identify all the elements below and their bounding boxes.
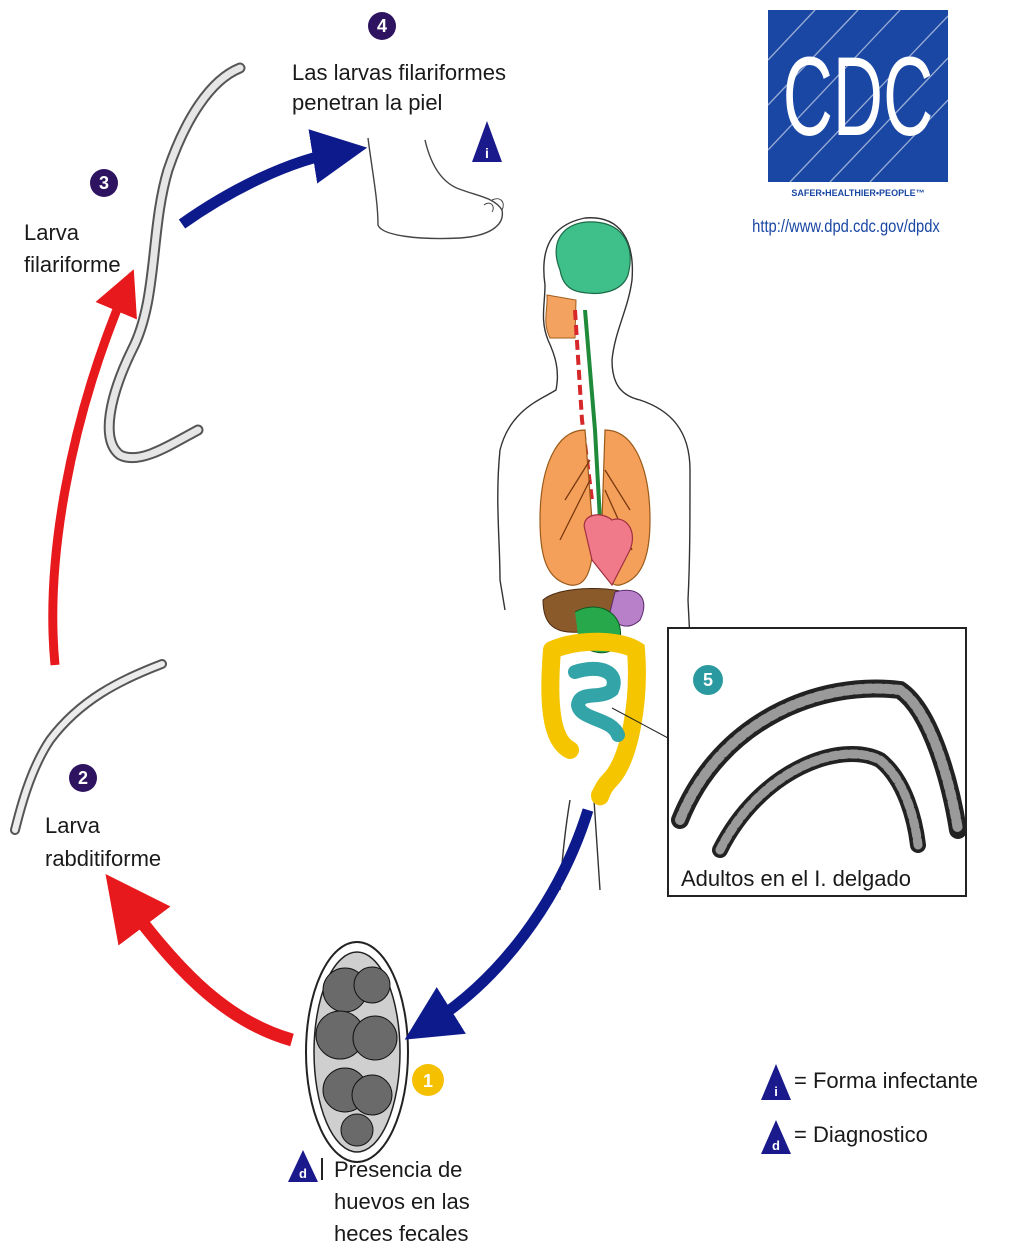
legend-diagnostic-icon: d	[761, 1120, 791, 1154]
step-3-badge: 3	[90, 169, 118, 197]
legend-infective-icon: i	[761, 1064, 791, 1100]
svg-text:5: 5	[703, 670, 713, 690]
step-2-badge: 2	[69, 764, 97, 792]
step-1-badge: 1	[412, 1064, 444, 1096]
svg-text:d: d	[299, 1166, 307, 1181]
step-1-label: Presencia de huevos en las heces fecales	[334, 1157, 476, 1246]
infective-stage-triangle: i	[472, 121, 502, 162]
rhabditiform-larva-illustration	[15, 664, 162, 830]
svg-text:d: d	[772, 1138, 780, 1153]
svg-text:4: 4	[377, 16, 387, 36]
step-2-label: Larva rabditiforme	[45, 813, 161, 871]
cdc-logo-text: CDC	[783, 34, 933, 159]
step-5-badge: 5	[693, 665, 723, 695]
cdc-tagline: SAFER•HEALTHIER•PEOPLE™	[791, 188, 924, 198]
diagnostic-stage-triangle: d	[288, 1150, 322, 1182]
svg-text:1: 1	[423, 1071, 433, 1091]
arrow-filariform-to-skin	[182, 152, 340, 224]
cycle-arrows	[53, 152, 588, 1040]
step-3-label: Larva filariforme	[24, 220, 121, 277]
step-5-label: Adultos en el I. delgado	[681, 866, 911, 891]
filariform-larva-illustration	[109, 68, 240, 458]
step-4-label: Las larvas filariformes penetran la piel	[292, 60, 512, 115]
cdc-logo: CDC SAFER•HEALTHIER•PEOPLE™ http://www.d…	[752, 10, 948, 236]
svg-text:i: i	[485, 145, 489, 161]
svg-text:i: i	[774, 1084, 778, 1099]
legend-diagnostic-label: = Diagnostico	[794, 1122, 928, 1147]
human-body-illustration	[498, 218, 690, 890]
step-4-badge: 4	[368, 12, 396, 40]
legend: i = Forma infectante d = Diagnostico	[761, 1064, 978, 1154]
svg-text:3: 3	[99, 173, 109, 193]
svg-text:2: 2	[78, 768, 88, 788]
cdc-url: http://www.dpd.cdc.gov/dpdx	[752, 217, 940, 237]
egg-illustration	[306, 942, 408, 1162]
arrow-egg-to-rhabditiform	[125, 900, 292, 1040]
legend-infective-label: = Forma infectante	[794, 1068, 978, 1093]
arrow-rhabditiform-to-filariform	[53, 290, 125, 665]
